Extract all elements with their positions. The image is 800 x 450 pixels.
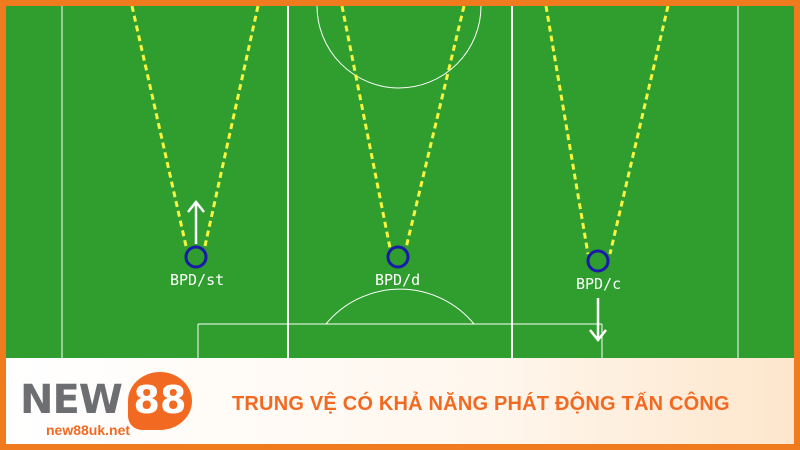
coverage-cone	[340, 6, 466, 249]
arrow-down-icon	[589, 298, 607, 343]
pitch-lines	[61, 6, 739, 362]
player-marker	[386, 245, 410, 269]
player-label: BPD/st	[170, 271, 224, 289]
penalty-arc	[325, 288, 475, 325]
player-label: BPD/c	[576, 275, 621, 293]
headline: TRUNG VỆ CÓ KHẢ NĂNG PHÁT ĐỘNG TẤN CÔNG	[232, 393, 730, 415]
logo-url: new88uk.net	[46, 422, 131, 438]
player-label: BPD/d	[375, 271, 420, 289]
player-bpd-c: BPD/c	[544, 6, 670, 343]
coverage-cone	[130, 6, 260, 247]
pitch-diagram: BPD/st BPD/d BPD/c	[61, 6, 739, 362]
coverage-cone	[544, 6, 670, 255]
football-pitch: BPD/st BPD/d BPD/c	[6, 6, 794, 362]
player-bpd-st: BPD/st	[130, 6, 260, 289]
player-marker	[184, 245, 208, 269]
arrow-up-icon	[187, 199, 205, 244]
logo-new-text: NEW	[20, 377, 123, 423]
logo-badge: 88	[128, 372, 192, 430]
player-bpd-d: BPD/d	[340, 6, 466, 289]
player-marker	[586, 249, 610, 273]
caption-banner: NEW 88 new88uk.net TRUNG VỆ CÓ KHẢ NĂNG …	[6, 358, 794, 444]
logo-88-text: 88	[133, 378, 187, 422]
top-arc	[316, 6, 482, 89]
